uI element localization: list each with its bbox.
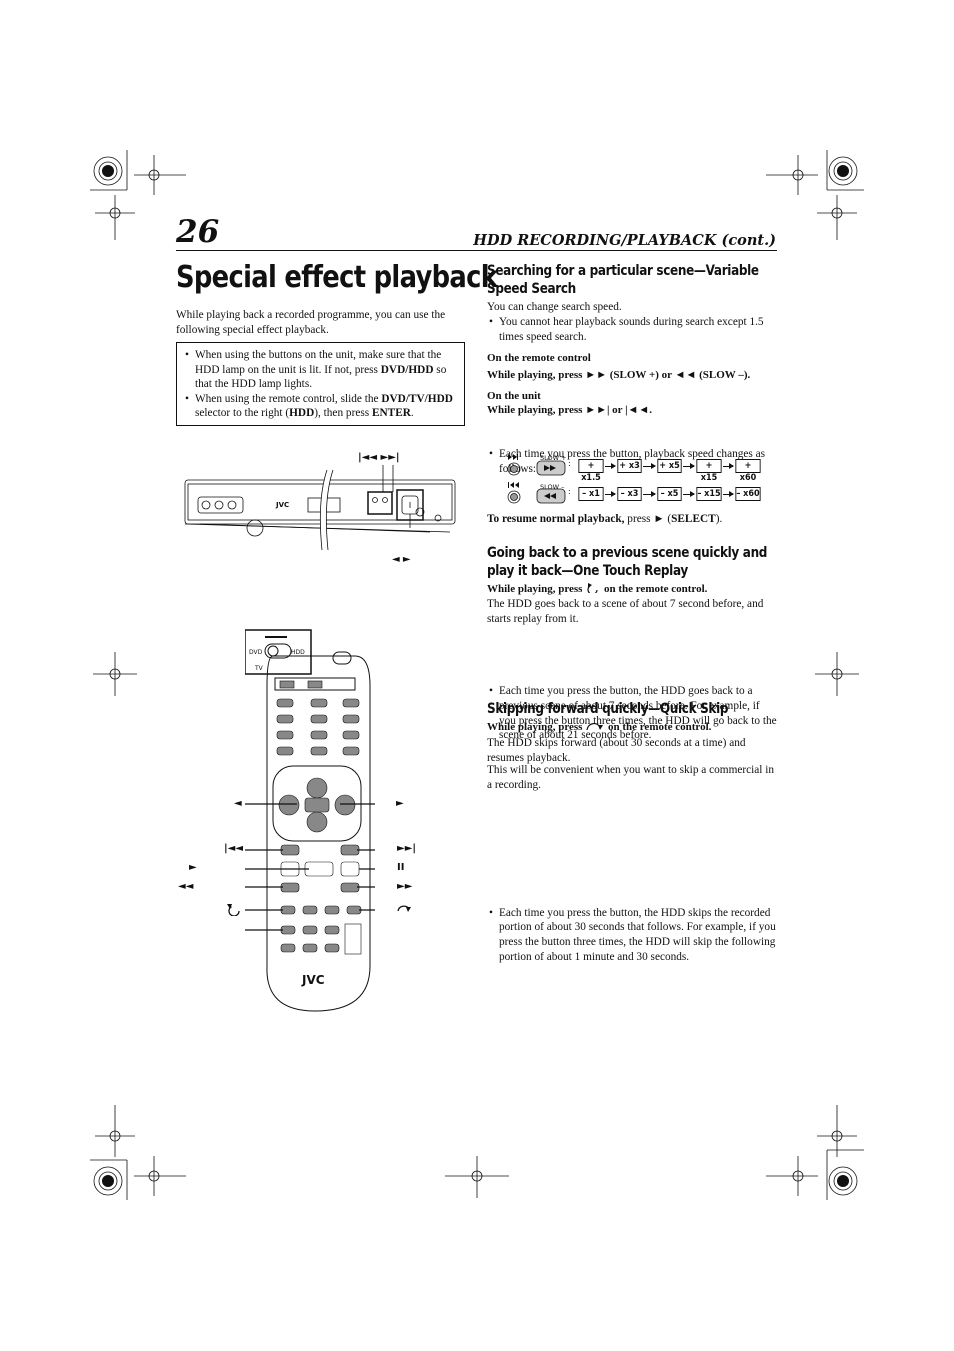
- slow-plus-label: SLOW +: [540, 454, 567, 462]
- one-touch-bullet: Each time you press the button, the HDD …: [487, 684, 777, 742]
- speed-box: – x3: [617, 487, 642, 501]
- speed-box: – x1: [578, 487, 604, 501]
- remote-instruction: While playing, press ►► (SLOW +) or ◄◄ (…: [487, 369, 751, 381]
- slow-minus-label: SLOW –: [540, 483, 565, 491]
- colon-mark: :: [568, 487, 571, 496]
- remote-label-prev: |◄◄: [224, 843, 244, 854]
- speed-arrow: [605, 491, 616, 497]
- remote-control-illustration: TV DVD HDD JVC: [245, 629, 375, 1012]
- colon-mark: :: [568, 459, 571, 468]
- remote-label-ff: ►►: [397, 881, 413, 892]
- remote-label-rew: ◄◄: [178, 881, 194, 892]
- variable-search-intro: You can change search speed.: [487, 301, 622, 313]
- variable-search-heading: Searching for a particular scene—Variabl…: [487, 263, 759, 297]
- speed-box: + x1.5: [578, 459, 604, 483]
- note-box: When using the buttons on the unit, make…: [176, 342, 465, 426]
- selector-tv-label: TV: [254, 665, 264, 672]
- intro-text: While playing back a recorded programme,…: [176, 309, 446, 336]
- one-touch-heading: Going back to a previous scene quickly a…: [487, 545, 768, 579]
- unit-label: On the unit: [487, 390, 541, 402]
- remote-label-pause: II: [397, 862, 405, 873]
- speed-arrow: [683, 491, 695, 497]
- speed-box: – x15: [696, 487, 722, 501]
- selector-dvd-label: DVD: [249, 649, 263, 656]
- quick-skip-text2: This will be convenient when you want to…: [487, 764, 775, 791]
- quick-skip-instruction: While playing, press on the remote contr…: [487, 721, 712, 733]
- unit-instruction: While playing, press ►►| or |◄◄.: [487, 404, 653, 416]
- remote-control-label: On the remote control: [487, 352, 591, 364]
- skip-icon: [397, 905, 411, 912]
- remote-label-next: ►►|: [397, 843, 417, 854]
- speed-arrow: [643, 491, 656, 497]
- speed-arrow: [723, 463, 734, 469]
- header-rule: [176, 250, 777, 251]
- quick-skip-heading: Skipping forward quickly—Quick Skip: [487, 701, 729, 717]
- variable-search-bullet: You cannot hear playback sounds during s…: [487, 315, 777, 344]
- page-title: Special effect playback: [176, 260, 498, 295]
- remote-label-play: ►: [189, 862, 197, 873]
- quick-skip-text1: The HDD skips forward (about 30 seconds …: [487, 737, 746, 764]
- speed-box: – x60: [735, 487, 761, 501]
- replay-icon: [227, 904, 240, 916]
- note-item: When using the buttons on the unit, make…: [183, 348, 456, 392]
- replay-icon: [587, 583, 598, 595]
- speed-button-icons: [507, 454, 566, 504]
- remote-label-right: ►: [396, 798, 404, 809]
- page-number: 26: [176, 214, 220, 250]
- quick-skip-bullet: Each time you press the button, the HDD …: [487, 906, 777, 964]
- speed-arrow: [643, 463, 656, 469]
- section-header: HDD RECORDING/PLAYBACK (cont.): [473, 232, 776, 249]
- speed-arrow: [605, 463, 616, 469]
- skip-icon: [586, 722, 604, 731]
- remote-label-left: ◄: [234, 798, 242, 809]
- speed-box: + x15: [696, 459, 722, 483]
- unit-skip-labels: |◄◄ ►►|: [358, 452, 400, 463]
- one-touch-text: The HDD goes back to a scene of about 7 …: [487, 598, 764, 625]
- resume-text: To resume normal playback, press ► (SELE…: [487, 513, 723, 525]
- one-touch-instruction: While playing, press on the remote contr…: [487, 583, 708, 595]
- speed-arrow: [723, 491, 734, 497]
- unit-arrow-labels: ◄ ►: [392, 554, 411, 565]
- speed-box: + x60: [735, 459, 761, 483]
- unit-brand: JVC: [275, 501, 289, 509]
- selector-hdd-label: HDD: [291, 649, 305, 656]
- unit-front-panel-illustration: JVC: [184, 465, 456, 551]
- remote-brand: JVC: [301, 973, 325, 987]
- speed-arrow: [683, 463, 695, 469]
- speed-box: + x3: [617, 459, 642, 473]
- speed-box: – x5: [657, 487, 682, 501]
- speed-box: + x5: [657, 459, 682, 473]
- note-item: When using the remote control, slide the…: [183, 392, 456, 421]
